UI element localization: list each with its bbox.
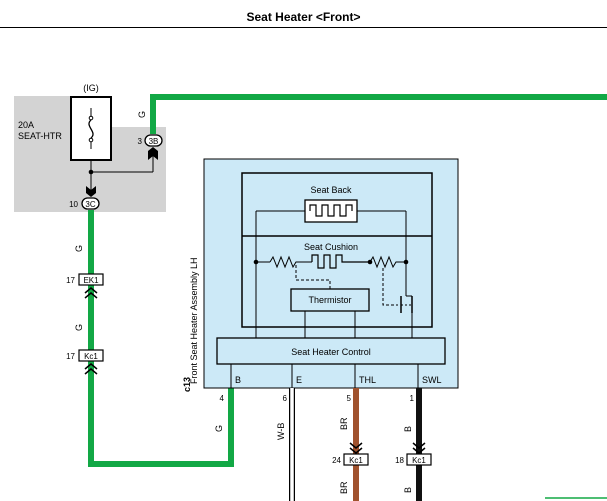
fuse-name: SEAT-HTR (18, 131, 62, 141)
fuse-rating: 20A (18, 120, 34, 130)
fuse-supply: (IG) (83, 83, 99, 93)
control-label: Seat Heater Control (291, 347, 371, 357)
terminal-e-pin: 6 (283, 394, 288, 403)
wire-color-g-top: G (137, 111, 147, 118)
connector-3b (144, 134, 163, 147)
thermistor-box (290, 288, 370, 312)
seat-cushion-heater-icon (311, 254, 370, 269)
terminal-thl-pin: 5 (347, 394, 352, 403)
page-title: Seat Heater <Front> (246, 10, 361, 24)
connector-ek1-pin: 17 (66, 276, 75, 285)
connector-3b-name: 3B (149, 137, 159, 146)
connector-kc1-br-chevron-icon (349, 442, 363, 454)
connector-kc1-left-chevron-icon (84, 363, 98, 375)
control-box (216, 337, 446, 365)
seat-cushion-label: Seat Cushion (304, 242, 358, 252)
connector-kc1-left (78, 349, 104, 362)
connector-kc1-br-name: Kc1 (349, 456, 363, 465)
connector-kc1-br-pin: 24 (332, 456, 341, 465)
resistor-right-icon (369, 255, 406, 269)
connector-kc1-b-chevron-icon (412, 442, 426, 454)
assembly-code: c13 (182, 377, 192, 392)
connector-kc1-b-pin: 18 (395, 456, 404, 465)
connector-3c (81, 197, 100, 210)
terminal-swl-pin: 1 (410, 394, 415, 403)
connector-ek1 (78, 273, 104, 286)
connector-3b-pin: 3 (138, 137, 143, 146)
wire-color-wb: W-B (276, 423, 286, 440)
wire-color-b-1: B (403, 426, 413, 432)
terminal-e-name: E (296, 375, 302, 385)
connector-kc1-b-name: Kc1 (412, 456, 426, 465)
seat-back-label: Seat Back (310, 185, 352, 195)
seat-back-heater-icon (309, 204, 353, 217)
connector-kc1-left-name: Kc1 (84, 352, 98, 361)
connector-kc1-br (343, 453, 369, 466)
seat-back-heater (304, 199, 358, 223)
wire-color-b-2: B (403, 487, 413, 493)
wire-color-g-2: G (74, 324, 84, 331)
resistor-left-icon (269, 255, 312, 269)
connector-ek1-name: EK1 (83, 276, 99, 285)
connector-3c-pin: 10 (69, 200, 78, 209)
terminal-b-name: B (235, 375, 241, 385)
green-wire-top (150, 94, 607, 134)
connector-3c-name: 3C (85, 200, 95, 209)
connector-kc1-left-pin: 17 (66, 352, 75, 361)
thermistor-label: Thermistor (308, 295, 351, 305)
connector-3c-chevron-icon (86, 186, 96, 197)
wire-color-g-1: G (74, 245, 84, 252)
connector-3b-chevron-icon (148, 147, 158, 160)
assembly-name: Front Seat Heater Assembly LH (189, 257, 199, 384)
wire-color-br-1: BR (339, 417, 349, 430)
wire-color-g-3: G (214, 425, 224, 432)
terminal-b-pin: 4 (220, 394, 225, 403)
terminal-thl-name: THL (359, 375, 376, 385)
fuse-icon (88, 119, 94, 139)
wire-color-br-2: BR (339, 481, 349, 494)
connector-kc1-b (406, 453, 432, 466)
title-rule (0, 27, 607, 28)
terminal-swl-name: SWL (422, 375, 442, 385)
green-wire-left (88, 210, 234, 467)
connector-ek1-chevron-icon (84, 287, 98, 299)
